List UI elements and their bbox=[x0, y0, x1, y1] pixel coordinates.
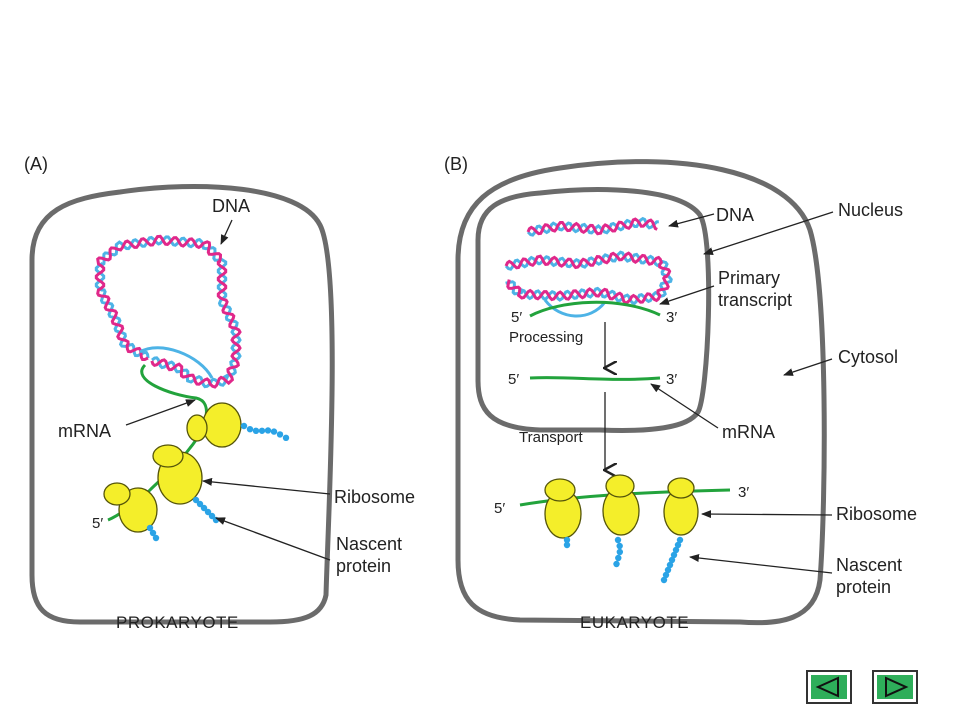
protein-bead bbox=[672, 546, 680, 554]
ribosome-b-3 bbox=[663, 477, 699, 536]
caption-prokaryote: PROKARYOTE bbox=[116, 613, 239, 632]
label-5prime-b-2: 5′ bbox=[508, 371, 519, 388]
label-nascent-b-1: Nascent bbox=[836, 555, 902, 575]
prokaryote-cell-outline bbox=[29, 184, 335, 625]
label-transport: Transport bbox=[519, 429, 583, 446]
arrow-mrna-a bbox=[125, 399, 196, 426]
nascent-protein-b bbox=[563, 536, 684, 584]
protein-bead bbox=[660, 576, 668, 584]
protein-bead bbox=[149, 529, 157, 537]
label-dna-b: DNA bbox=[716, 205, 754, 225]
label-cytosol: Cytosol bbox=[838, 347, 898, 367]
label-processing: Processing bbox=[509, 329, 583, 346]
transcription-bubble-b bbox=[543, 299, 607, 318]
label-5prime-a: 5′ bbox=[92, 515, 103, 532]
protein-bead bbox=[200, 504, 208, 512]
protein-bead bbox=[246, 425, 254, 433]
ribosome-a-1 bbox=[186, 402, 242, 448]
protein-bead bbox=[240, 422, 248, 430]
protein-bead bbox=[615, 554, 622, 562]
protein-bead bbox=[276, 431, 284, 438]
panel-a: (A) DNA mRNA Ribosome Nas bbox=[24, 154, 415, 632]
protein-bead bbox=[676, 536, 684, 544]
label-nucleus: Nucleus bbox=[838, 200, 903, 220]
nucleus-outline bbox=[475, 187, 712, 433]
protein-bead bbox=[270, 428, 278, 435]
ribosome-b-1 bbox=[544, 478, 582, 539]
label-dna-a: DNA bbox=[212, 196, 250, 216]
arrow-ribosome-b bbox=[701, 510, 833, 519]
label-nascent-a-1: Nascent bbox=[336, 534, 402, 554]
mrna-strand-nucleus bbox=[529, 376, 661, 381]
previous-slide-button[interactable] bbox=[806, 670, 852, 704]
protein-bead bbox=[670, 551, 678, 559]
protein-bead bbox=[204, 508, 212, 516]
protein-bead bbox=[616, 548, 624, 556]
arrow-dna-b bbox=[668, 213, 715, 228]
arrow-ribosome-a bbox=[202, 477, 331, 495]
protein-bead bbox=[258, 427, 266, 434]
nascent-protein-a bbox=[146, 422, 290, 542]
label-nascent-b-2: protein bbox=[836, 577, 891, 597]
arrow-cytosol bbox=[783, 358, 833, 376]
panel-b-letter: (B) bbox=[444, 154, 468, 174]
arrow-mrna-b bbox=[650, 383, 719, 429]
protein-bead bbox=[563, 541, 571, 549]
template-strand-bubble bbox=[139, 346, 214, 379]
ribosome-a-3 bbox=[103, 482, 158, 533]
triangle-left-icon bbox=[815, 676, 839, 698]
next-slide-button[interactable] bbox=[872, 670, 918, 704]
protein-bead bbox=[146, 524, 154, 532]
protein-bead bbox=[152, 534, 160, 542]
protein-bead bbox=[208, 512, 216, 520]
protein-bead bbox=[264, 427, 272, 434]
panel-a-letter: (A) bbox=[24, 154, 48, 174]
ribosome-b-2 bbox=[602, 474, 640, 536]
protein-bead bbox=[662, 571, 670, 579]
label-5prime-b-3: 5′ bbox=[494, 500, 505, 517]
protein-bead bbox=[563, 536, 571, 544]
protein-bead bbox=[666, 561, 674, 569]
protein-bead bbox=[614, 536, 622, 544]
protein-bead bbox=[668, 556, 676, 564]
ribosome-a-2 bbox=[152, 444, 203, 505]
eukaryote-cell-outline bbox=[455, 159, 827, 626]
arrow-nascent-a bbox=[215, 517, 331, 561]
protein-bead bbox=[664, 566, 672, 574]
label-mrna-a: mRNA bbox=[58, 421, 111, 441]
label-primary-2: transcript bbox=[718, 290, 792, 310]
protein-bead bbox=[616, 542, 623, 550]
protein-bead bbox=[282, 434, 290, 442]
arrow-nucleus bbox=[703, 211, 834, 256]
label-primary-1: Primary bbox=[718, 268, 780, 288]
protein-bead bbox=[252, 427, 260, 435]
caption-eukaryote: EUKARYOTE bbox=[580, 613, 689, 632]
protein-bead bbox=[212, 516, 220, 524]
protein-bead bbox=[196, 500, 204, 508]
label-nascent-a-2: protein bbox=[336, 556, 391, 576]
label-ribosome-a: Ribosome bbox=[334, 487, 415, 507]
label-3prime-b-2: 3′ bbox=[666, 371, 677, 388]
protein-bead bbox=[192, 496, 200, 504]
arrow-nascent-b bbox=[689, 554, 833, 574]
panel-b: (B) DNA bbox=[444, 154, 917, 632]
circular-dna bbox=[94, 234, 242, 389]
nuclear-dna-1 bbox=[526, 216, 659, 237]
primary-transcript-strand bbox=[529, 300, 661, 318]
protein-bead bbox=[613, 560, 620, 568]
protein-bead bbox=[674, 541, 682, 549]
label-ribosome-b: Ribosome bbox=[836, 504, 917, 524]
arrow-primary-transcript bbox=[659, 285, 715, 305]
arrow-dna-a bbox=[220, 219, 233, 245]
label-5prime-b-1: 5′ bbox=[511, 309, 522, 326]
label-mrna-b: mRNA bbox=[722, 422, 775, 442]
label-3prime-b-1: 3′ bbox=[666, 309, 677, 326]
label-3prime-b-3: 3′ bbox=[738, 484, 749, 501]
nuclear-dna-2 bbox=[504, 250, 673, 306]
triangle-right-icon bbox=[885, 676, 909, 698]
